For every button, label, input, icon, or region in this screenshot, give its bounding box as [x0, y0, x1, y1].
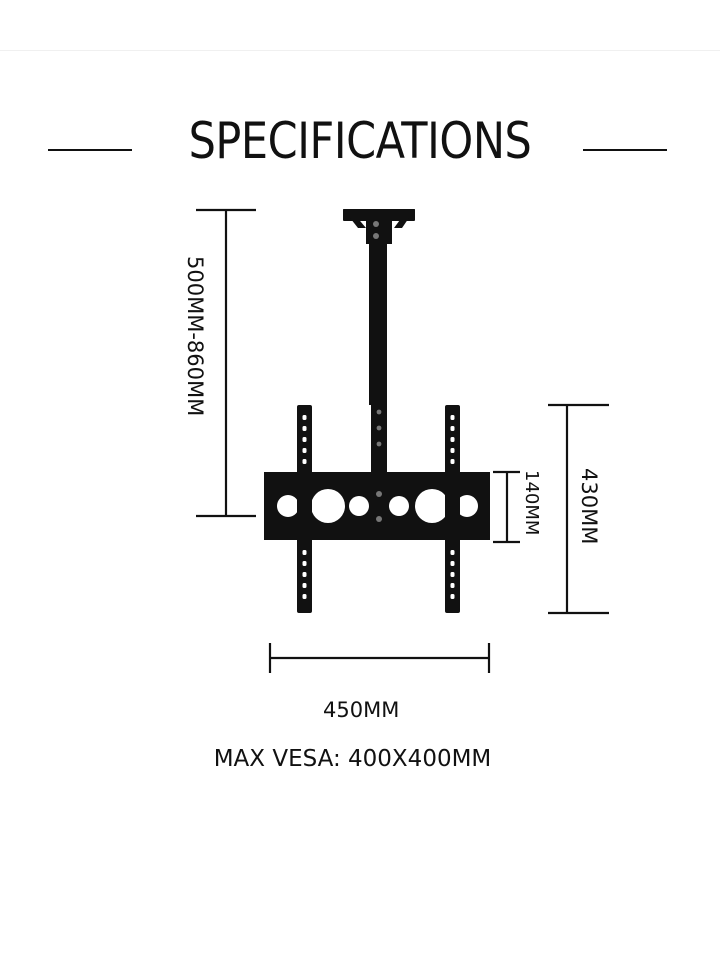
width-label: 450MM — [323, 698, 400, 722]
pole-length-label: 500MM-860MM — [183, 256, 207, 417]
telescopic-pole-icon — [369, 240, 387, 476]
title-rule-left — [48, 149, 132, 151]
pole-length-dimension — [196, 208, 256, 518]
bracket-height-dimension — [548, 403, 609, 615]
plate-height-label: 140MM — [521, 470, 542, 536]
left-arm-icon — [297, 405, 312, 613]
page-title: SPECIFICATIONS — [188, 112, 532, 170]
plate-height-dimension — [493, 470, 520, 544]
title-rule-right — [583, 149, 667, 151]
width-dimension — [268, 643, 491, 673]
max-vesa-spec: MAX VESA: 400X400MM — [213, 746, 492, 772]
right-arm-icon — [445, 405, 460, 613]
bracket-height-label: 430MM — [577, 468, 601, 545]
ceiling-plate-icon — [343, 209, 415, 244]
top-divider — [0, 50, 720, 51]
